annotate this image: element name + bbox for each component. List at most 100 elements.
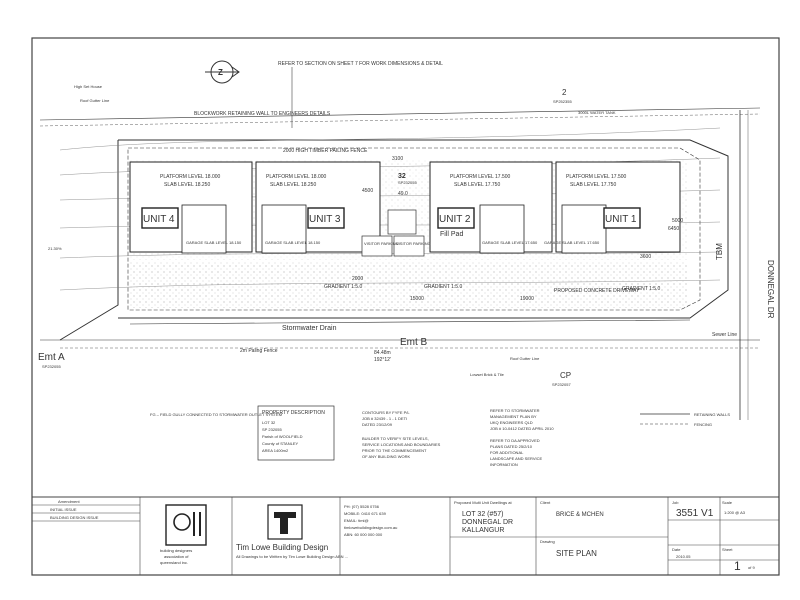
unit-2: UNIT 2 PLATFORM LEVEL 17.500 SLAB LEVEL … [429, 161, 553, 254]
svg-text:Client: Client [540, 500, 551, 505]
svg-text:SERVICE LOCATIONS AND BOUNDARI: SERVICE LOCATIONS AND BOUNDARIES [362, 442, 441, 447]
svg-text:REFER TO DA APPROVED: REFER TO DA APPROVED [490, 438, 540, 443]
bearing-2-label: 192°12' [374, 357, 391, 363]
company-name: Tim Lowe Building Design [236, 543, 328, 552]
retaining-note: BLOCKWORK RETAINING WALL TO ENGINEERS DE… [194, 111, 331, 117]
gradient-3: GRADIENT 1:5.0 [622, 286, 660, 292]
svg-text:building designers: building designers [160, 548, 192, 553]
stormwater-note: REFER TO STORMWATER MANAGEMENT PLAN BY U… [490, 408, 554, 431]
unit-3: UNIT 3 PLATFORM LEVEL 18.000 SLAB LEVEL … [255, 161, 381, 254]
svg-text:Roof Gutter Line: Roof Gutter Line [510, 356, 540, 361]
fg-note: FG – FIELD GULLY CONNECTED TO STORMWATER… [150, 412, 282, 417]
project-details: Proposed Multi Unit Dwellings at LOT 32 … [454, 500, 513, 534]
fill-pad-label: Fill Pad [440, 231, 463, 238]
emt-b-label: Emt B [400, 337, 428, 348]
roof-gutter-label: Roof Gutter Line [80, 98, 110, 103]
svg-text:KALLANGUR: KALLANGUR [462, 527, 504, 534]
svg-text:Job: Job [672, 500, 679, 505]
svg-text:GARAGE SLAB LEVEL 18.150: GARAGE SLAB LEVEL 18.150 [265, 240, 321, 245]
lot-2-label: 2 [562, 88, 567, 97]
cp-label: CP [560, 371, 571, 380]
bdaq-logo: building designers association of queens… [160, 504, 207, 565]
svg-text:PLANS DATED 25/2/10: PLANS DATED 25/2/10 [490, 444, 533, 449]
svg-text:PLATFORM LEVEL 18.000: PLATFORM LEVEL 18.000 [160, 174, 221, 180]
svg-text:AREA 1400m2: AREA 1400m2 [262, 448, 289, 453]
builder-note: BUILDER TO VERIFY SITE LEVELS, SERVICE L… [362, 436, 441, 459]
svg-text:6450: 6450 [668, 226, 679, 232]
company-logo: Tim Lowe Building Design All Drawings to… [236, 504, 348, 559]
lot-2-ref: SP252355 [553, 99, 572, 104]
title-block [32, 497, 779, 575]
svg-text:queensland inc.: queensland inc. [160, 560, 188, 565]
svg-text:LOT 32: LOT 32 [262, 420, 276, 425]
drawing-title: SITE PLAN [556, 549, 597, 558]
svg-text:EMAIL: timl@: EMAIL: timl@ [344, 518, 369, 523]
tbm-label: TBM [715, 243, 724, 260]
svg-text:PROPERTY DESCRIPTION: PROPERTY DESCRIPTION [262, 410, 325, 416]
svg-text:association of: association of [164, 554, 189, 559]
bin-store [387, 209, 417, 235]
lot-32-ref: SP232055 [398, 180, 417, 185]
driveway-hatch [128, 262, 688, 308]
proposed-driveway: PROPOSED CONCRETE DRIVEWAY [554, 288, 640, 294]
fence-note: 2000 HIGH TIMBER PAILING FENCE [283, 148, 368, 154]
dimension-labels: 4500 3100 2000 6450 3600 5000 15000 1900… [48, 156, 683, 302]
svg-text:SP232055: SP232055 [42, 364, 61, 369]
svg-text:SP232057: SP232057 [552, 382, 571, 387]
high-set-house: High Set House [74, 84, 103, 89]
svg-text:Lowset Brick & Tile: Lowset Brick & Tile [470, 372, 505, 377]
svg-text:SLAB LEVEL 18.250: SLAB LEVEL 18.250 [164, 182, 210, 188]
svg-text:JOB # 10-0412 DATED APRIL 2010: JOB # 10-0412 DATED APRIL 2010 [490, 426, 554, 431]
street-label: DONNEGAL DR [766, 260, 775, 319]
svg-text:PLATFORM LEVEL 17.500: PLATFORM LEVEL 17.500 [450, 174, 511, 180]
sheet-number: 1 [734, 559, 741, 573]
water-tank-label: 3000L WATER TANK [578, 110, 616, 115]
svg-text:LOT 32 (#57): LOT 32 (#57) [462, 511, 504, 518]
svg-text:FENCING: FENCING [694, 422, 712, 427]
svg-text:SLAB LEVEL 18.250: SLAB LEVEL 18.250 [270, 182, 316, 188]
client-name: BRICE & MCHEN [556, 512, 604, 518]
svg-text:SLAB LEVEL 17.750: SLAB LEVEL 17.750 [454, 182, 500, 188]
svg-text:4500: 4500 [362, 188, 373, 194]
paling-fence-label: 2m Paling Fence [240, 348, 278, 354]
svg-text:MOBILE: 0410 671 639: MOBILE: 0410 671 639 [344, 511, 387, 516]
svg-text:All Drawings to be Written by: All Drawings to be Written by Tim Lowe B… [236, 554, 348, 559]
svg-text:15000: 15000 [410, 296, 424, 302]
svg-text:5000: 5000 [672, 218, 683, 224]
unit-3-label: UNIT 3 [309, 214, 341, 225]
svg-text:3100: 3100 [392, 156, 403, 162]
svg-text:County of STANLEY: County of STANLEY [262, 441, 298, 446]
svg-text:PRIOR TO THE COMMENCEMENT: PRIOR TO THE COMMENCEMENT [362, 448, 427, 453]
unit-1: UNIT 1 PLATFORM LEVEL 17.500 SLAB LEVEL … [544, 161, 681, 254]
svg-text:Scale: Scale [722, 500, 733, 505]
svg-text:timlowebuildingdesign.com.au: timlowebuildingdesign.com.au [344, 525, 397, 530]
unit-1-label: UNIT 1 [605, 214, 637, 225]
svg-text:GARAGE SLAB LEVEL 17.650: GARAGE SLAB LEVEL 17.650 [544, 240, 600, 245]
svg-text:ABN: 60 000 000 000: ABN: 60 000 000 000 [344, 532, 383, 537]
svg-text:Proposed Multi Unit Dwellings: Proposed Multi Unit Dwellings at [454, 500, 512, 505]
svg-text:BUILDING DESIGN ISSUE: BUILDING DESIGN ISSUE [50, 515, 99, 520]
svg-text:of 9: of 9 [748, 565, 755, 570]
rev-header: Amendment [58, 499, 80, 504]
job-number: 3551 V1 [676, 508, 714, 519]
site-boundary [39, 107, 761, 420]
svg-text:49.0: 49.0 [398, 191, 408, 197]
svg-text:21.30%: 21.30% [48, 246, 62, 251]
unit-4-label: UNIT 4 [143, 214, 175, 225]
svg-text:DONNEGAL DR: DONNEGAL DR [462, 519, 513, 526]
svg-text:GARAGE SLAB LEVEL 18.150: GARAGE SLAB LEVEL 18.150 [186, 240, 242, 245]
svg-text:2010.05: 2010.05 [676, 554, 691, 559]
unit-4: UNIT 4 PLATFORM LEVEL 18.000 SLAB LEVEL … [129, 161, 253, 254]
svg-text:2000: 2000 [352, 276, 363, 282]
unit-2-label: UNIT 2 [439, 214, 471, 225]
stormwater-drain-label: Stormwater Drain [282, 325, 337, 332]
svg-text:1:200 @ A3: 1:200 @ A3 [724, 510, 746, 515]
svg-text:PLATFORM LEVEL 17.500: PLATFORM LEVEL 17.500 [566, 174, 627, 180]
svg-text:SLAB LEVEL 17.750: SLAB LEVEL 17.750 [570, 182, 616, 188]
sheet-border [31, 37, 780, 576]
property-description: PROPERTY DESCRIPTION LOT 32 SP 232055 Pa… [257, 405, 335, 461]
contours-note: CONTOURS BY FYFE P/L JOB # 32439 - 1 - 1… [362, 410, 410, 427]
north-label: Z [218, 68, 223, 77]
bearing-label: 84.48m [374, 350, 391, 356]
section-note: REFER TO SECTION ON SHEET 7 FOR WORK DIM… [278, 61, 443, 67]
